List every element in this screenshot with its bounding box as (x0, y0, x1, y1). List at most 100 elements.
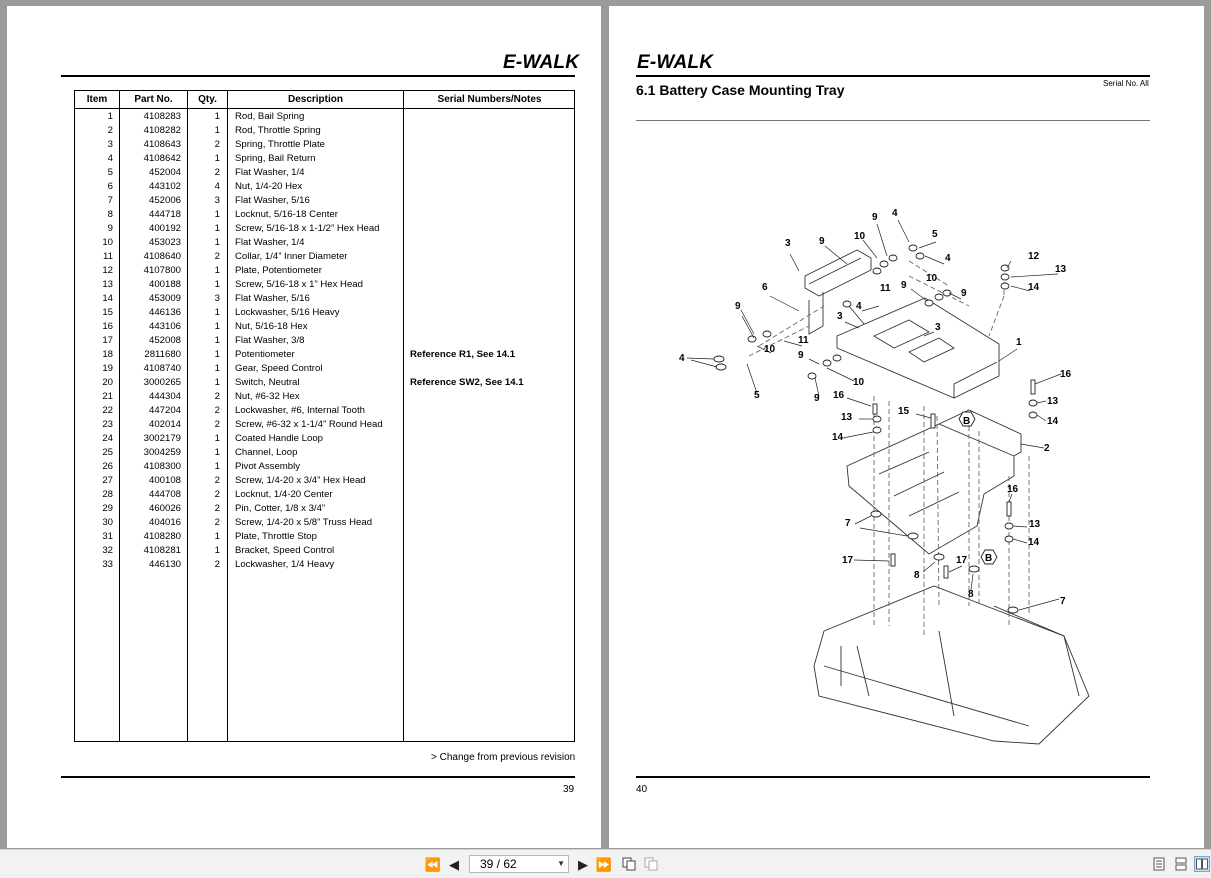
cell-qty: 1 (214, 349, 220, 360)
cell-qty: 1 (214, 545, 220, 556)
cell-qty: 2 (214, 405, 220, 416)
header-item: Item (86, 94, 108, 105)
page-number-select[interactable]: 39 / 62 ▼ (469, 855, 569, 873)
first-page-icon[interactable]: ⏪ (424, 856, 442, 872)
cell-qty: 2 (214, 503, 220, 514)
parts-table: Item Part No. Qty. Description Serial Nu… (74, 90, 575, 742)
cell-description: Collar, 1/4” Inner Diameter (235, 251, 348, 262)
cell-description: Screw, 1/4-20 x 3/4” Hex Head (235, 475, 366, 486)
cell-item: 13 (102, 279, 113, 290)
cell-part-no: 400108 (148, 475, 181, 486)
callout: 14 (1047, 416, 1059, 427)
cell-qty: 2 (214, 139, 220, 150)
continuous-view-icon[interactable] (1173, 856, 1189, 872)
callout: 15 (898, 406, 910, 417)
cell-description: Lockwasher, 1/4 Heavy (235, 559, 335, 570)
cell-description: Nut, #6-32 Hex (235, 391, 300, 402)
cell-item: 28 (102, 489, 113, 500)
cell-qty: 2 (214, 489, 220, 500)
cell-part-no: 4108300 (143, 461, 181, 472)
cell-qty: 2 (214, 419, 220, 430)
callout: 17 (956, 555, 968, 566)
cell-qty: 1 (214, 125, 220, 136)
page-number: 39 (563, 784, 575, 795)
table-row: 27 400108 2 Screw, 1/4-20 x 3/4” Hex Head (75, 474, 574, 488)
single-page-view-icon[interactable] (1151, 856, 1167, 872)
cell-qty: 2 (214, 517, 220, 528)
cell-qty: 1 (214, 153, 220, 164)
callout: 4 (679, 353, 685, 364)
exploded-parts-diagram: 9 4 5 4 3 9 10 12 13 14 9 10 9 6 11 4 3 … (679, 208, 1090, 745)
cell-part-no: 3000265 (143, 377, 181, 388)
cell-item: 27 (102, 475, 113, 486)
serial-number-note: Serial No. All (1103, 79, 1149, 88)
cell-qty: 2 (214, 391, 220, 402)
prev-page-icon[interactable]: ◀ (449, 856, 459, 872)
revision-footnote: > Change from previous revision (431, 752, 576, 763)
callout: 13 (1055, 264, 1067, 275)
cell-qty: 1 (214, 111, 220, 122)
cell-item: 6 (107, 181, 113, 192)
callout: 9 (961, 288, 967, 299)
callout: 4 (892, 208, 898, 219)
cell-item: 11 (103, 251, 113, 262)
cell-description: Coated Handle Loop (235, 433, 324, 444)
table-row: 11 4108640 2 Collar, 1/4” Inner Diameter (75, 250, 574, 264)
cell-part-no: 4108281 (143, 545, 181, 556)
cell-qty: 2 (214, 559, 220, 570)
cell-notes: Reference R1, See 14.1 (410, 349, 516, 360)
cell-part-no: 4108640 (143, 251, 181, 262)
callout: 14 (832, 432, 844, 443)
two-page-view-icon[interactable] (1194, 856, 1210, 872)
callout: 11 (798, 335, 809, 346)
cell-qty: 2 (214, 251, 220, 262)
callout: 13 (1029, 519, 1041, 530)
cell-part-no: 452008 (148, 335, 181, 346)
cell-item: 24 (102, 433, 113, 444)
cell-qty: 2 (214, 475, 220, 486)
cell-part-no: 444718 (148, 209, 181, 220)
header-description: Description (287, 94, 343, 105)
cell-description: Screw, #6-32 x 1-1/4” Round Head (235, 419, 383, 430)
cell-description: Flat Washer, 1/4 (235, 167, 305, 178)
right-page: E-WALK 6.1 Battery Case Mounting Tray Se… (609, 6, 1204, 848)
chassis-frame (813, 585, 1090, 745)
brand-title: E-WALK (503, 52, 580, 73)
cell-description: Spring, Throttle Plate (235, 139, 325, 150)
header-serial-notes: Serial Numbers/Notes (437, 94, 542, 105)
cell-qty: 1 (214, 321, 220, 332)
callout: 14 (1028, 282, 1040, 293)
cell-qty: 1 (214, 335, 220, 346)
cell-part-no: 4108282 (143, 125, 181, 136)
callout: 5 (754, 390, 760, 401)
cell-item: 5 (107, 167, 113, 178)
cell-description: Flat Washer, 1/4 (235, 237, 305, 248)
cell-description: Spring, Bail Return (235, 153, 316, 164)
next-page-icon[interactable]: ▶ (578, 856, 588, 872)
callout: 5 (932, 229, 938, 240)
cell-item: 4 (107, 153, 113, 164)
cell-item: 29 (102, 503, 113, 514)
cell-part-no: 402014 (148, 419, 181, 430)
cell-qty: 2 (214, 167, 220, 178)
cell-part-no: 4108643 (143, 139, 181, 150)
cell-description: Lockwasher, #6, Internal Tooth (235, 405, 365, 416)
cell-qty: 1 (214, 363, 220, 374)
cell-item: 19 (102, 363, 113, 374)
cell-description: Flat Washer, 5/16 (235, 293, 310, 304)
copy-page-icon[interactable] (621, 856, 637, 872)
paste-page-icon[interactable] (643, 856, 659, 872)
last-page-icon[interactable]: ⏩ (595, 856, 613, 872)
callout: 16 (1007, 484, 1019, 495)
